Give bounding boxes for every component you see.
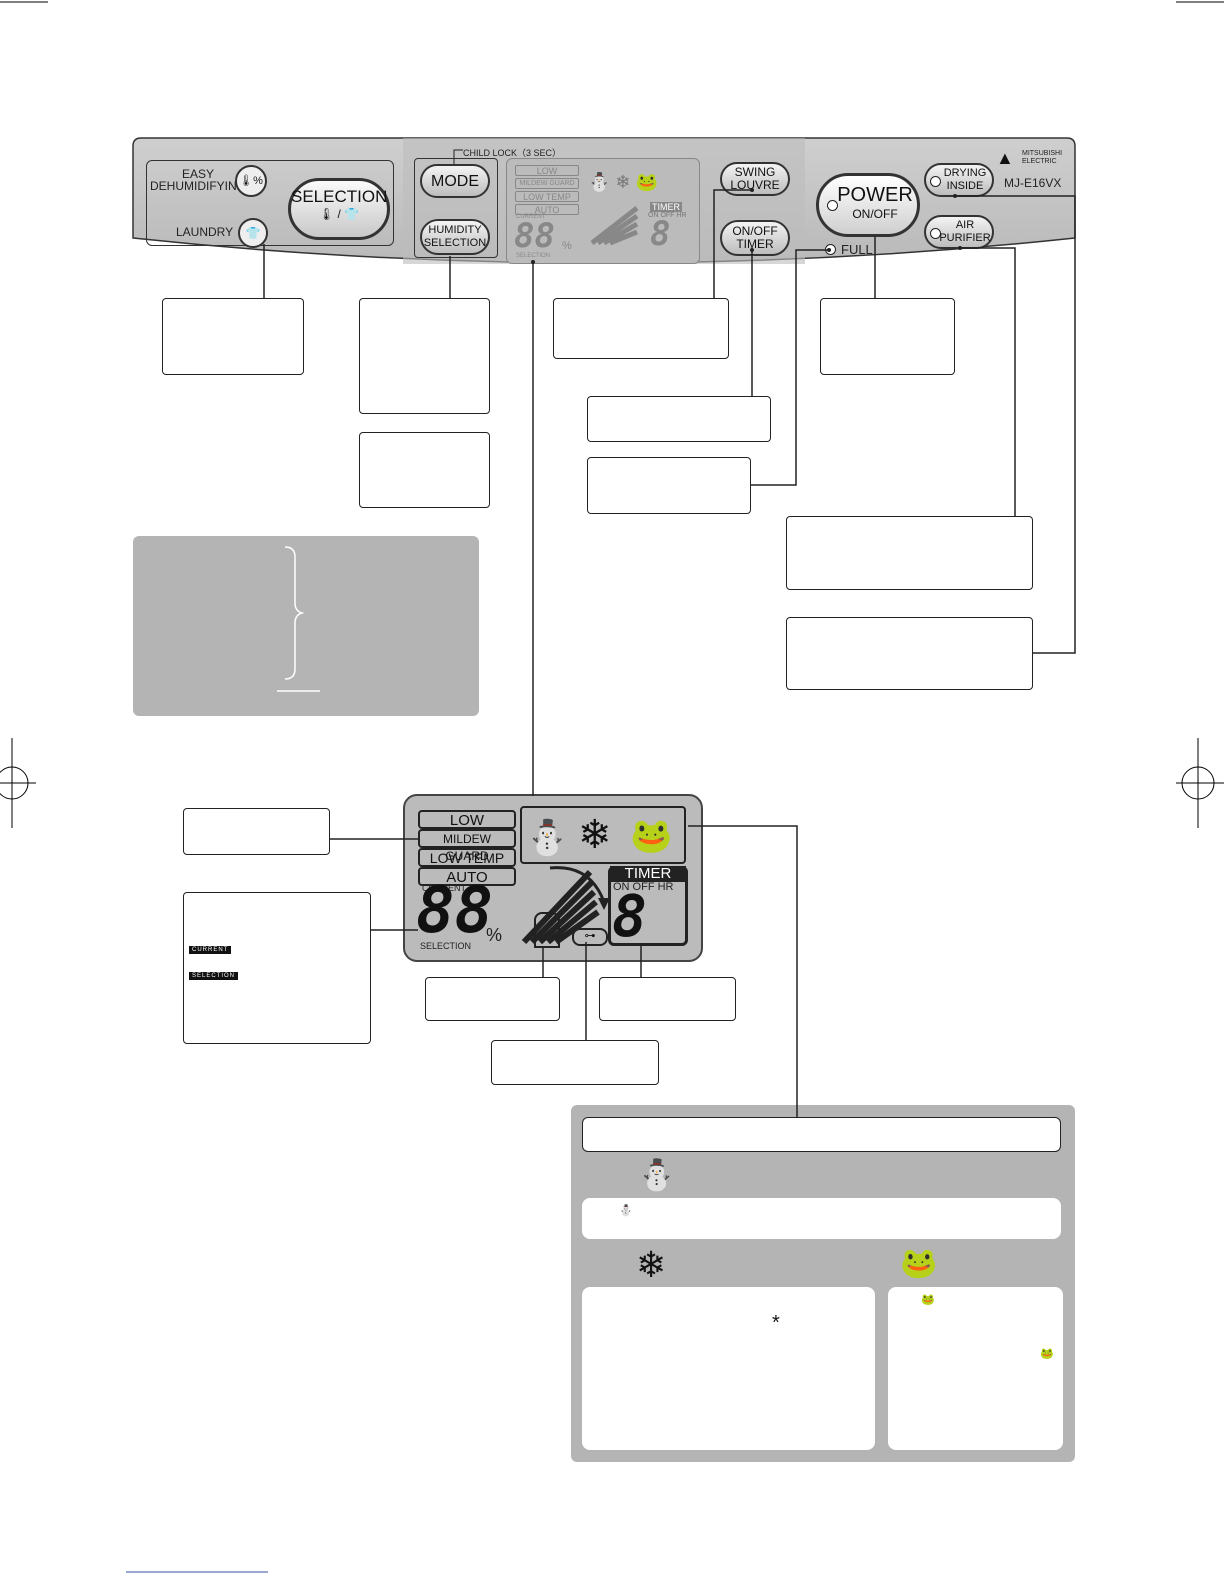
panel-lcd-timer-sub: ON OFF HR	[648, 212, 687, 219]
info-snowflake-icon: ❄	[636, 1244, 667, 1285]
callout-humidity	[359, 432, 490, 508]
callout-drying-inside	[786, 617, 1033, 690]
lcd-timer-digit: 8	[612, 882, 647, 950]
full-label: FULL	[841, 242, 873, 257]
selection-group	[146, 160, 394, 246]
on-off-timer-button[interactable]: ON/OFF TIMER	[720, 220, 790, 256]
current-tag: CURRENT	[189, 946, 232, 954]
callout-lcd-child-lock	[491, 1040, 659, 1085]
lcd-low: LOW	[418, 810, 516, 829]
tank-icon	[534, 912, 560, 948]
note-brace	[277, 546, 320, 692]
info-creature-mini-icon-1: 🐸	[921, 1294, 935, 1306]
info-asterisk: *	[772, 1312, 780, 1334]
info-header-bar	[582, 1117, 1061, 1152]
selection-button-label: SELECTION	[291, 187, 388, 206]
info-snowflake-box	[582, 1287, 875, 1450]
panel-lcd-selection: SELECTION	[516, 253, 551, 259]
panel-lcd-percent: %	[562, 240, 572, 252]
callout-lcd-humidity	[183, 892, 371, 1044]
selection-button-icons: 🌡 / 👕	[318, 207, 360, 221]
info-creature-icon: 🐸	[900, 1247, 938, 1280]
brand-logo: ▲	[996, 148, 1014, 168]
info-snowman-box	[582, 1198, 1061, 1239]
panel-lcd-timer-label: TIMER	[650, 202, 682, 212]
lcd-percent: %	[486, 925, 503, 945]
air-purifier-led	[930, 228, 941, 239]
info-snowman-icon: ⛄	[638, 1159, 676, 1192]
humidity-selection-button[interactable]: HUMIDITY SELECTION	[420, 219, 490, 255]
lcd-timer-label: TIMER	[610, 866, 686, 882]
callout-lcd-tank	[425, 977, 560, 1021]
snowflake-icon: ❄	[578, 813, 612, 857]
power-led	[827, 200, 838, 211]
laundry-icon[interactable]: 👕	[238, 218, 268, 248]
lcd-selection-label: SELECTION	[420, 941, 472, 951]
child-lock-key-icon: ⊶	[572, 928, 608, 946]
panel-lcd-digits: 88	[514, 216, 555, 256]
child-lock-label: CHILD LOCK（3 SEC）	[463, 148, 562, 158]
lcd-current-label: CURRENT	[422, 883, 466, 893]
panel-lcd-fan	[590, 206, 639, 246]
laundry-label: LAUNDRY	[176, 225, 234, 239]
easy-dehumidifying-label: EASY DEHUMIDIFYING	[150, 167, 246, 193]
snowman-icon: ⛄	[526, 819, 569, 857]
info-creature-box	[888, 1287, 1063, 1450]
panel-lcd-icons: ⛄ ❄ 🐸	[588, 172, 658, 192]
selection-tag: SELECTION	[189, 972, 239, 980]
lcd-timer-sub: ON OFF HR	[613, 881, 674, 893]
mildew-creature-icon: 🐸	[630, 817, 673, 855]
lcd-humidity-digits: 88	[416, 874, 494, 948]
callout-lcd-mode	[183, 808, 330, 855]
lcd-mildew-guard: MILDEW GUARD	[418, 829, 516, 863]
callout-swing	[553, 298, 729, 359]
mode-group	[414, 158, 498, 258]
callout-power	[820, 298, 955, 375]
lcd-louvre-fan	[521, 866, 610, 945]
brand-name: MITSUBISHI ELECTRIC	[1022, 150, 1063, 165]
callout-full	[587, 457, 751, 514]
power-label: POWER	[837, 184, 913, 206]
callout-mode	[359, 298, 490, 414]
callout-air-purifier	[786, 516, 1033, 590]
callout-timer	[587, 396, 771, 442]
model-label: MJ-E16VX	[1004, 176, 1062, 190]
selection-button[interactable]: SELECTION 🌡 / 👕	[288, 178, 390, 240]
callout-lcd-timer	[599, 977, 736, 1021]
panel-lcd-auto: AUTO	[515, 204, 579, 215]
power-sub-label: ON/OFF	[852, 207, 898, 221]
panel-lcd-timer-digit: 8	[650, 214, 671, 254]
mode-button[interactable]: MODE	[420, 164, 490, 198]
info-creature-mini-icon-2: 🐸	[1040, 1348, 1054, 1360]
note-panel	[133, 536, 479, 716]
swing-louvre-button[interactable]: SWING LOUVRE	[720, 162, 790, 196]
easy-dehumidifying-icon[interactable]: 🌡%	[235, 165, 267, 197]
lcd-auto: AUTO	[418, 867, 516, 886]
power-button[interactable]: POWER ON/OFF	[816, 173, 920, 237]
panel-lcd-low: LOW	[515, 165, 579, 176]
panel-lcd-mildew: MILDEW GUARD	[515, 178, 579, 189]
lcd-icon-group	[520, 806, 686, 864]
info-snowman-mini-icon: ⛄	[619, 1205, 633, 1217]
drying-inside-led	[930, 176, 941, 187]
panel-lcd-lowtemp: LOW TEMP	[515, 191, 579, 202]
callout-selection	[162, 298, 304, 375]
air-purifier-button[interactable]: AIR PURIFIER	[924, 215, 994, 249]
panel-lcd-current: CURRENT	[516, 214, 546, 220]
lcd-low-temp: LOW TEMP	[418, 848, 516, 867]
